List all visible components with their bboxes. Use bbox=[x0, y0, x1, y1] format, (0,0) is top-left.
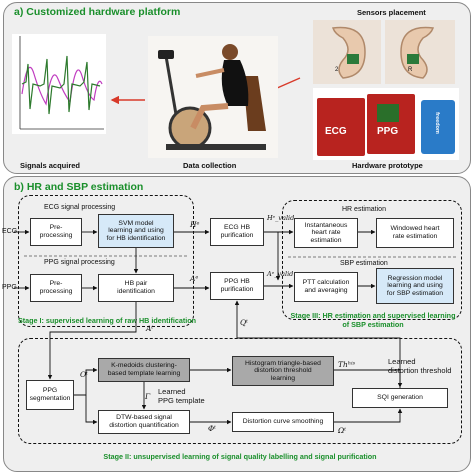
data-collection-image bbox=[148, 36, 278, 158]
sym-a-e-valid: Aᵉ_valid bbox=[267, 270, 294, 278]
person-head bbox=[222, 44, 238, 60]
ecg-hb-box: ECG HB purification bbox=[210, 218, 264, 246]
sbp-est-title: SBP estimation bbox=[340, 260, 388, 267]
preproc-ecg-box: Pre- processing bbox=[30, 218, 82, 246]
sym-h-e-valid: Hᵉ_valid bbox=[267, 214, 295, 222]
data-collection-label: Data collection bbox=[183, 161, 237, 170]
ppg-hb-box: PPG HB purification bbox=[210, 272, 264, 300]
sym-omega-t: Ωᵗ bbox=[338, 426, 347, 435]
stage2-label: Stage II: unsupervised learning of signa… bbox=[103, 452, 377, 461]
ppg-seg-box: PPG segmentation bbox=[26, 380, 74, 410]
ecg-input-label: ECG bbox=[2, 228, 18, 235]
board-ppg-label: PPG bbox=[377, 126, 399, 137]
ppg-signal-trace bbox=[21, 66, 103, 106]
panel-a-title: a) Customized hardware platform bbox=[14, 6, 181, 18]
hr-est-title: HR estimation bbox=[342, 206, 386, 213]
kmedoids-box: K-medoids clustering- based template lea… bbox=[98, 358, 190, 382]
ear-left-text: 2 bbox=[335, 67, 339, 73]
hardware-image bbox=[313, 88, 459, 160]
regression-box: Regression model learning and using for … bbox=[376, 268, 454, 304]
ppg-input-label: PPG bbox=[2, 284, 17, 291]
sym-a-e: Aᵉ bbox=[190, 274, 199, 283]
curve-box: Distortion curve smoothing bbox=[232, 412, 334, 432]
svm-box: SVM model learning and using for HB iden… bbox=[98, 214, 174, 248]
ecg-proc-title: ECG signal processing bbox=[44, 204, 116, 211]
ear-right-image bbox=[385, 20, 455, 84]
board-ecg-label: ECG bbox=[325, 126, 347, 137]
sym-phi-t: Φᵗ bbox=[208, 424, 216, 433]
panel-b-title: b) HR and SBP estimation bbox=[14, 181, 144, 193]
inst-hr-box: Instantaneous heart rate estimation bbox=[294, 218, 358, 248]
learned-threshold-label: Learned distortion threshold bbox=[388, 357, 452, 375]
sym-h-e: Hᵉ bbox=[190, 220, 200, 229]
sym-q-t: Qᵗ bbox=[240, 318, 248, 327]
signals-label: Signals acquired bbox=[20, 161, 81, 170]
sym-gamma: Γ bbox=[145, 392, 151, 401]
learned-template-label: Learned PPG template bbox=[158, 387, 205, 405]
ear-left-image bbox=[313, 20, 381, 84]
win-hr-box: Windowed heart rate estimation bbox=[376, 218, 454, 248]
ecg-signal-trace bbox=[21, 55, 101, 115]
histogram-box: Histogram triangle-based distortion thre… bbox=[232, 356, 334, 386]
sqi-box: SQI generation bbox=[352, 388, 448, 408]
ear-right-text: R bbox=[408, 67, 413, 73]
sensors-label: Sensors placement bbox=[357, 8, 426, 17]
hardware-label: Hardware prototype bbox=[352, 161, 423, 170]
sym-th: Thʰⁱˢ bbox=[338, 360, 356, 369]
sym-o-t: Oᵗ bbox=[80, 370, 88, 379]
ptt-box: PTT calculation and averaging bbox=[294, 272, 358, 302]
hb-pair-box: HB pair identification bbox=[98, 274, 174, 302]
sym-a-t: Aᵗ bbox=[146, 324, 154, 333]
preproc-ppg-box: Pre- processing bbox=[30, 274, 82, 302]
dtw-box: DTW-based signal distortion quantificati… bbox=[98, 410, 190, 434]
ppg-proc-title: PPG signal processing bbox=[44, 259, 115, 266]
stage3-label: Stage III: HR estimation and supervised … bbox=[290, 311, 456, 329]
signals-plot bbox=[12, 34, 106, 134]
